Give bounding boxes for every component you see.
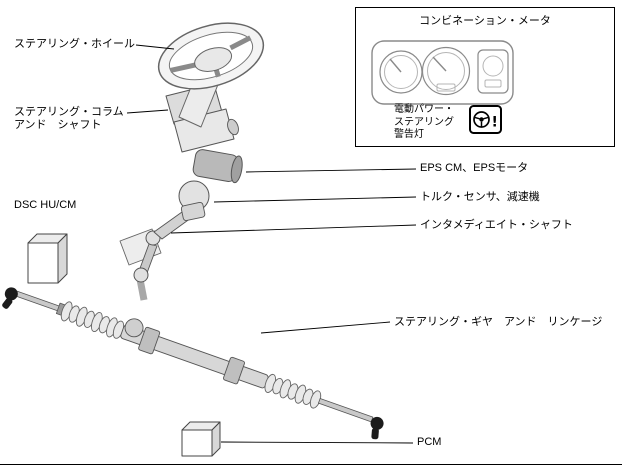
leader-steering-gear xyxy=(260,321,391,334)
steering-column-label: ステアリング・コラム アンド シャフト xyxy=(14,106,124,131)
leader-steering-column xyxy=(126,109,169,114)
eps-cm-motor-label: EPS CM、EPSモータ xyxy=(420,162,529,174)
pcm-label: PCM xyxy=(417,436,442,448)
leader-pcm xyxy=(220,441,414,444)
steering-gear-linkage-drawing xyxy=(2,287,384,440)
eps-motor-drawing xyxy=(192,149,243,184)
leader-eps-cm-motor xyxy=(245,168,417,173)
leader-intermediate-shaft xyxy=(170,224,417,234)
intermediate-shaft-label: インタメディエイト・シャフト xyxy=(420,219,573,231)
leader-torque-sensor xyxy=(213,196,417,203)
left-tie-rod-end xyxy=(4,287,18,301)
steering-wheel-label: ステアリング・ホイール xyxy=(14,38,135,50)
steering-column-drawing xyxy=(119,71,243,283)
torque-sensor-label: トルク・センサ、減速機 xyxy=(420,191,540,203)
eps-warning-light-icon: ! xyxy=(469,105,502,134)
dsc-module-label: DSC HU/CM xyxy=(14,199,77,211)
dsc-module-drawing xyxy=(27,233,68,284)
steering-gear-label: ステアリング・ギヤ アンド リンケージ xyxy=(394,316,603,328)
leader-steering-wheel xyxy=(135,44,175,50)
warning-steering-wheel-glyph xyxy=(473,111,490,128)
combination-meter-panel xyxy=(355,7,615,147)
right-boot-bellows xyxy=(264,373,322,409)
pcm-module-drawing xyxy=(181,421,221,457)
leader-lines xyxy=(126,44,417,444)
eps-warning-label: 電動パワー・ ステアリング 警告灯 xyxy=(394,104,454,140)
right-tie-rod-end xyxy=(370,416,384,430)
warning-exclamation-glyph: ! xyxy=(492,115,498,131)
lower-universal-joint xyxy=(133,267,149,283)
combination-meter-title: コンビネーション・メータ xyxy=(419,15,551,27)
steering-wheel-drawing xyxy=(157,22,265,90)
left-boot-bellows xyxy=(60,301,125,339)
instrument-cluster-drawing xyxy=(371,40,514,105)
